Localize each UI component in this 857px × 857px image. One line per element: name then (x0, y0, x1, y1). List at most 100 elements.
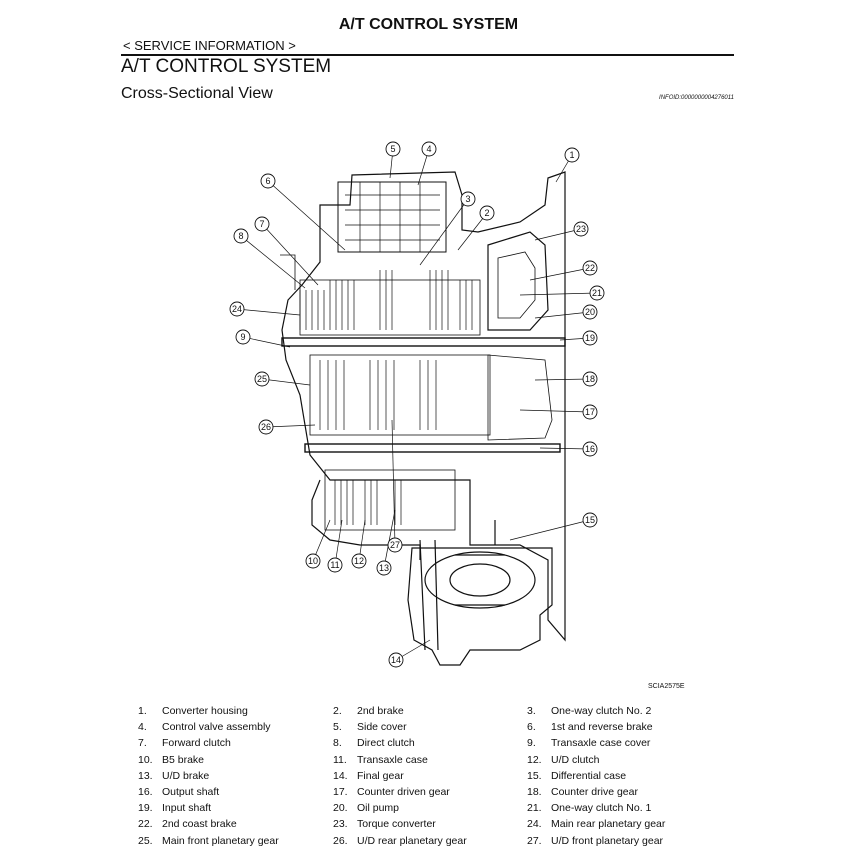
svg-text:23: 23 (576, 224, 586, 234)
svg-text:26: 26 (261, 422, 271, 432)
cross-sectional-diagram: 1 2 3 4 5 6 7 8 9 10 11 12 13 14 15 16 1… (229, 141, 605, 668)
svg-text:9: 9 (240, 332, 245, 342)
callout-27: 27 (387, 537, 403, 553)
callout-10: 10 (305, 553, 321, 569)
part-number: 16. (138, 785, 153, 798)
parts-row: 4.Control valve assembly 5.Side cover 6.… (138, 721, 738, 737)
transmission-drawing (280, 171, 566, 666)
part-name: Output shaft (162, 785, 220, 798)
svg-text:18: 18 (585, 374, 595, 384)
part-name: Input shaft (162, 802, 212, 815)
svg-text:1: 1 (569, 150, 574, 160)
part-name: Torque converter (357, 818, 436, 831)
parts-list-item: 10. B5 brake (138, 754, 204, 766)
svg-text:11: 11 (330, 560, 339, 570)
svg-text:13: 13 (379, 563, 389, 573)
parts-list-item: 9. Transaxle case cover (527, 737, 650, 749)
parts-list-item: 8. Direct clutch (333, 737, 415, 749)
parts-list-item: 22.2nd coast brake (138, 818, 237, 830)
part-name: Converter housing (162, 705, 248, 717)
svg-text:5: 5 (390, 144, 395, 154)
parts-row: 19.Input shaft 20.Oil pump 21.One-way cl… (138, 802, 738, 818)
svg-text:15: 15 (585, 515, 595, 525)
part-name: Side cover (357, 721, 407, 734)
callout-20: 20 (582, 304, 598, 320)
callout-5: 5 (385, 141, 401, 157)
svg-text:22: 22 (585, 263, 595, 273)
part-number: 18. (527, 785, 542, 798)
header-divider (121, 54, 734, 56)
parts-row: 10.B5 brake 11.Transaxle case 12.U/D clu… (138, 754, 738, 770)
callout-1: 1 (564, 147, 580, 163)
view-title: Cross-Sectional View (121, 85, 273, 102)
parts-list-item: 23. Torque converter (333, 818, 436, 830)
callout-3: 3 (460, 191, 476, 207)
svg-text:8: 8 (238, 231, 243, 241)
section-title: A/T CONTROL SYSTEM (121, 56, 332, 77)
leader-lines (236, 148, 598, 661)
callout-9: 9 (235, 329, 251, 345)
svg-text:3: 3 (465, 194, 470, 204)
parts-legend: 1.Converter housing 2. 2nd brake 3.One-wa… (138, 705, 738, 851)
part-number: 15. (527, 769, 542, 782)
part-name: U/D rear planetary gear (357, 834, 467, 847)
part-name: 1st and reverse brake (551, 721, 653, 734)
part-name: Direct clutch (357, 737, 415, 750)
parts-list-item: 15. Differential case (527, 770, 626, 782)
callout-23: 23 (573, 221, 589, 237)
part-number: 23. (333, 818, 348, 831)
part-number: 4. (138, 721, 147, 734)
part-name: One-way clutch No. 1 (551, 802, 652, 815)
part-name: Transaxle case cover (551, 737, 651, 750)
part-name: 2nd brake (357, 705, 404, 717)
callout-21: 21 (589, 285, 605, 301)
svg-text:12: 12 (354, 556, 364, 566)
parts-row: 13.U/D brake 14.Final gear 15.Differenti… (138, 770, 738, 786)
part-number: 9. (527, 737, 536, 750)
part-number: 17. (333, 785, 348, 798)
parts-list-item: 1.Converter housing (138, 705, 248, 717)
callout-26: 26 (258, 419, 274, 435)
part-name: U/D clutch (551, 753, 600, 766)
callout-15: 15 (582, 512, 598, 528)
part-number: 27. (527, 834, 542, 847)
svg-text:19: 19 (585, 333, 595, 343)
part-number: 24. (527, 818, 542, 831)
svg-text:27: 27 (390, 540, 400, 550)
part-number: 8. (333, 737, 342, 750)
svg-text:25: 25 (257, 374, 267, 384)
callout-19: 19 (582, 330, 598, 346)
part-name: Counter drive gear (551, 785, 638, 798)
svg-text:6: 6 (265, 176, 270, 186)
part-name: One-way clutch No. 2 (551, 705, 652, 717)
part-name: Oil pump (357, 802, 400, 815)
callout-13: 13 (376, 560, 392, 576)
svg-text:17: 17 (585, 407, 595, 417)
part-name: B5 brake (162, 753, 205, 766)
part-callouts: 1 2 3 4 5 6 7 8 9 10 11 12 13 14 15 16 1… (229, 141, 605, 668)
part-number: 22. (138, 818, 153, 831)
part-name: Final gear (357, 769, 404, 782)
part-name: Differential case (551, 769, 627, 782)
parts-list-item: 11.Transaxle case (333, 754, 428, 766)
part-name: Main rear planetary gear (551, 818, 666, 831)
parts-list-item: 21.One-way clutch No. 1 (527, 802, 651, 814)
svg-text:16: 16 (585, 444, 595, 454)
parts-list-item: 2. 2nd brake (333, 705, 404, 717)
parts-list-item: 24. Main rear planetary gear (527, 818, 665, 830)
parts-list-item: 6.1st and reverse brake (527, 721, 653, 733)
parts-list-item: 19.Input shaft (138, 802, 211, 814)
part-number: 2. (333, 705, 342, 717)
breadcrumb: < SERVICE INFORMATION > (123, 38, 296, 53)
callout-24: 24 (229, 301, 245, 317)
callout-17: 17 (582, 404, 598, 420)
callout-18: 18 (582, 371, 598, 387)
parts-list-item: 5.Side cover (333, 721, 407, 733)
part-name: Counter driven gear (357, 785, 450, 798)
callout-22: 22 (582, 260, 598, 276)
parts-list-item: 3.One-way clutch No. 2 (527, 705, 651, 717)
parts-row: 25.Main front planetary gear 26.U/D rear… (138, 835, 738, 851)
callout-4: 4 (421, 141, 437, 157)
part-number: 10. (138, 753, 153, 766)
parts-list-item: 16. Output shaft (138, 786, 219, 798)
